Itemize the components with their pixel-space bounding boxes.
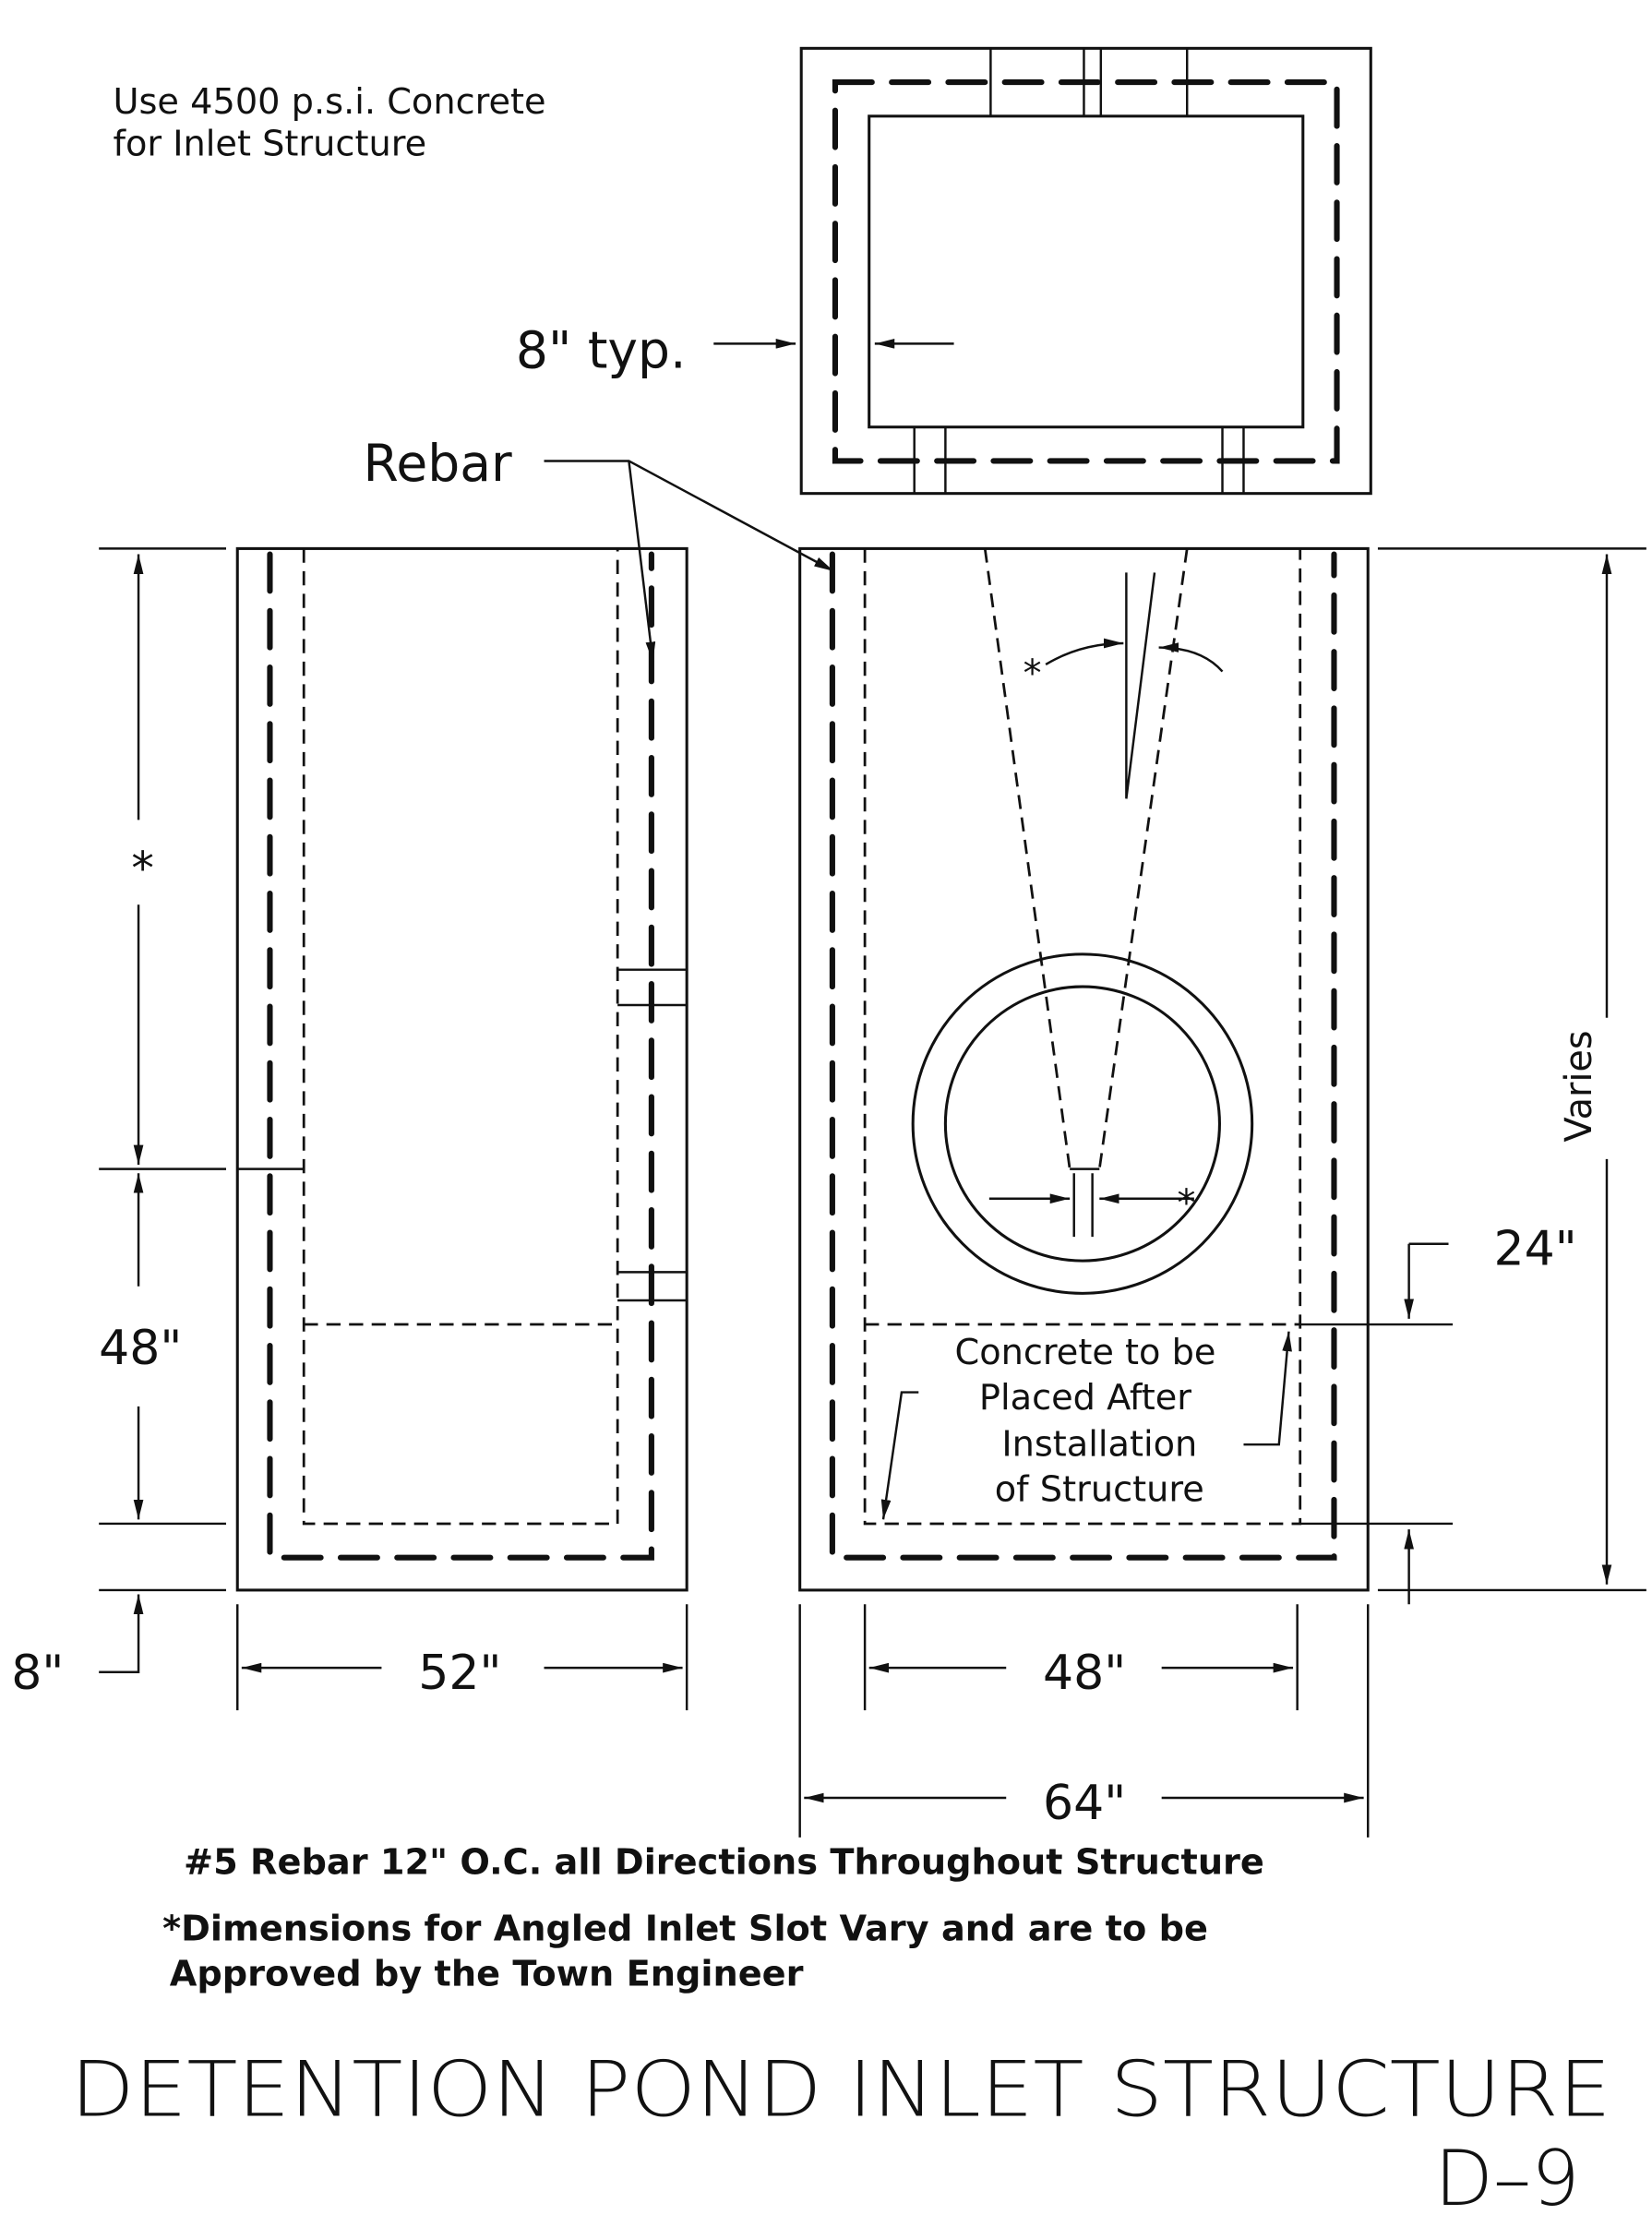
dim-64: 64" — [1043, 1776, 1126, 1831]
placement-note-2: Placed After — [979, 1377, 1191, 1419]
side-elevation — [235, 546, 688, 1592]
slot-note-1: *Dimensions for Angled Inlet Slot Vary a… — [162, 1909, 1208, 1950]
rebar-spec-note: #5 Rebar 12" O.C. all Directions Through… — [184, 1842, 1264, 1884]
varies-label: Varies — [1558, 1030, 1600, 1142]
dim-52: 52" — [418, 1646, 501, 1701]
dim-24: 24" — [1494, 1222, 1577, 1277]
dim-8-base: 8" — [11, 1646, 64, 1701]
star-label: * — [131, 842, 154, 894]
rebar-label: Rebar — [364, 434, 512, 493]
placement-note-1: Concrete to be — [954, 1332, 1215, 1373]
typ-label: 8" typ. — [516, 320, 687, 379]
dim-48-left: 48" — [99, 1321, 182, 1376]
placement-note-4: of Structure — [995, 1468, 1204, 1510]
slot-note-2: Approved by the Town Engineer — [170, 1954, 804, 1995]
dim-48-inner: 48" — [1043, 1646, 1126, 1701]
drawing-title: DETENTION POND INLET STRUCTURE — [71, 2046, 1611, 2135]
front-elevation — [798, 546, 1370, 1592]
angle-star: * — [1024, 653, 1042, 695]
slot-star: * — [1178, 1182, 1196, 1225]
placement-note-3: Installation — [1001, 1423, 1197, 1465]
concrete-note-1: Use 4500 p.s.i. Concrete — [113, 81, 545, 123]
concrete-note-2: for Inlet Structure — [113, 124, 426, 165]
plan-view — [799, 46, 1372, 496]
sheet-number: D–9 — [1434, 2135, 1580, 2215]
